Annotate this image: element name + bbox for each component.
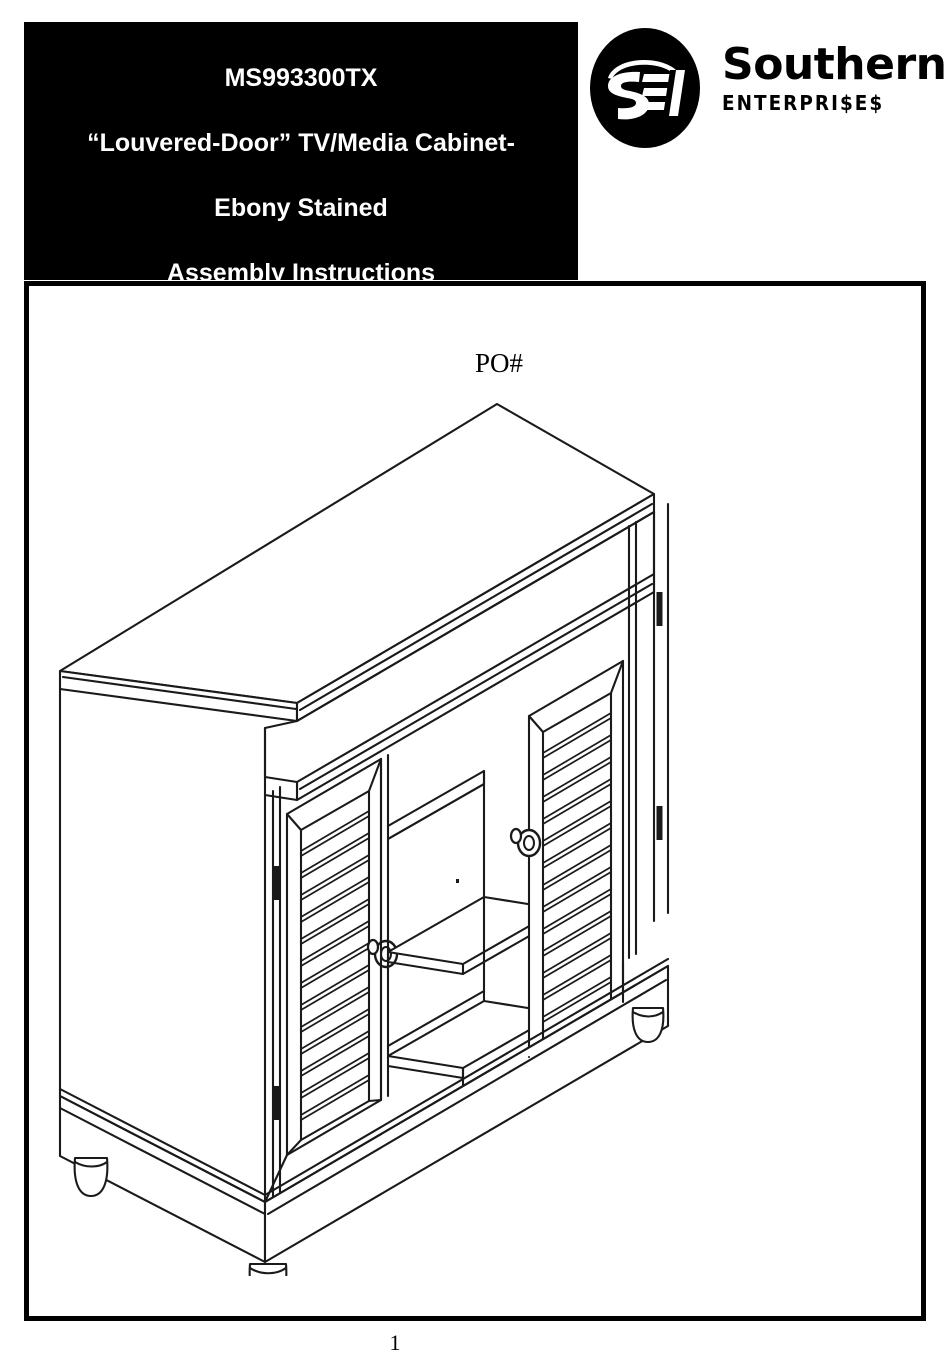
- po-number-text: PO#: [474, 348, 523, 378]
- title-block: MS993300TX “Louvered-Door” TV/Media Cabi…: [24, 22, 578, 287]
- brand-logo: Southern ENTERPRI$E$: [586, 22, 947, 150]
- brand-subtitle: ENTERPRI$E$: [722, 91, 885, 115]
- cabinet-illustration: [58, 402, 670, 1276]
- title-line-model: MS993300TX: [224, 64, 378, 92]
- title-line-product: “Louvered-Door” TV/Media Cabinet-: [87, 129, 515, 157]
- page-number: 1: [389, 1330, 401, 1355]
- title-line-finish: Ebony Stained: [214, 194, 388, 222]
- brand-wordmark: Southern ENTERPRI$E$: [722, 39, 947, 136]
- brand-name: Southern: [722, 39, 947, 90]
- po-number-label: PO#: [29, 348, 921, 379]
- right-door-knob: [509, 827, 542, 858]
- content-box: PO#: [24, 281, 926, 1321]
- document-header: MS993300TX “Louvered-Door” TV/Media Cabi…: [0, 0, 950, 287]
- sei-oval-logo-icon: [590, 28, 700, 148]
